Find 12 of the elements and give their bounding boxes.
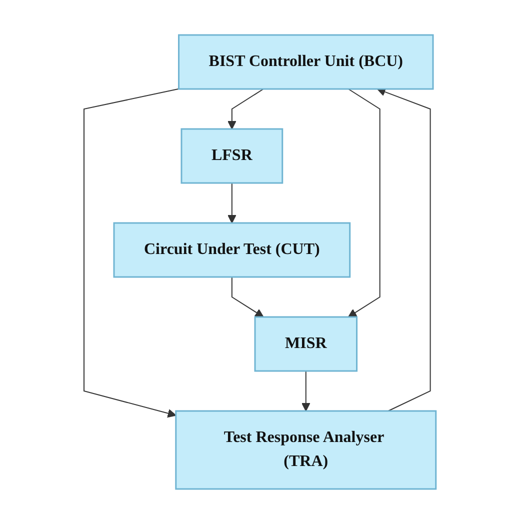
node-box: BIST Controller Unit (BCU) [178, 34, 434, 90]
node-box: Test Response Analyser (TRA) [174, 410, 436, 490]
node-box: MISR [254, 316, 358, 372]
arrow [227, 88, 264, 130]
arrow [347, 88, 380, 318]
arrow [83, 88, 179, 418]
arrow [230, 276, 264, 318]
arrow [301, 370, 310, 412]
node-box: LFSR [180, 128, 283, 184]
arrow [376, 88, 430, 412]
arrow [227, 182, 236, 224]
node-box: Circuit Under Test (CUT) [112, 222, 350, 278]
